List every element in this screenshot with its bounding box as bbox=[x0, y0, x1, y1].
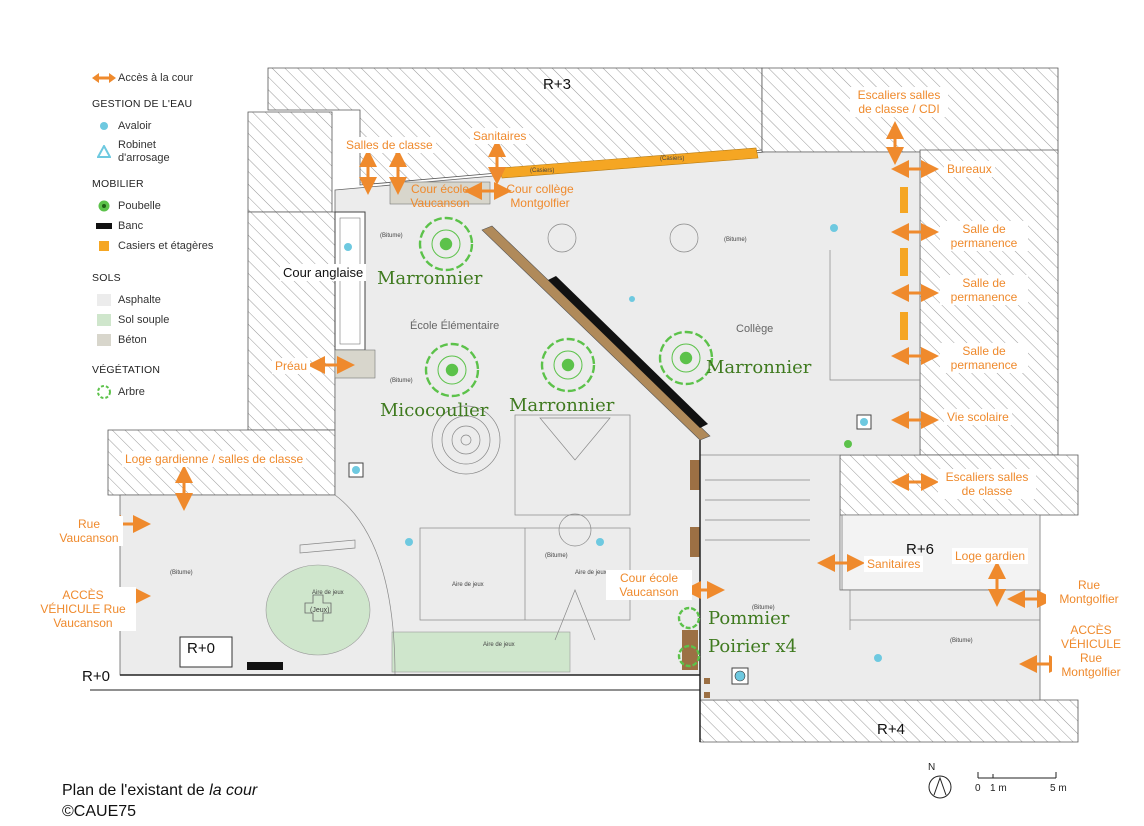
label-acces-vehicule-montgolfier: ACCÈS VÉHICULE Rue Montgolfier bbox=[1052, 622, 1130, 680]
scale-five-meters: 5 m bbox=[1050, 783, 1067, 794]
aire-de-jeux-label: Aire de jeux bbox=[452, 582, 484, 588]
cour-anglaise-label: Cour anglaise bbox=[280, 264, 367, 281]
tree-marronnier-2 bbox=[540, 337, 596, 393]
aire-de-jeux-label: Aire de jeux bbox=[483, 642, 515, 648]
caption-prefix: Plan de l'existant de bbox=[62, 782, 210, 799]
floor-label-r0: R+0 bbox=[82, 668, 110, 685]
avaloir-icon bbox=[100, 122, 108, 130]
label-salle-permanence-2: Salle de permanence bbox=[940, 275, 1028, 305]
label-rue-montgolfier: Rue Montgolfier bbox=[1046, 577, 1132, 607]
avaloirs bbox=[344, 224, 882, 662]
bitume-label: (Bitume) bbox=[380, 233, 403, 239]
label-cour-college-montgolfier: Cour collège Montgolfier bbox=[506, 182, 574, 210]
caption-italic: la cour bbox=[209, 782, 258, 799]
tree-pommier bbox=[677, 606, 701, 630]
tree-label-marronnier-1: Marronnier bbox=[377, 268, 483, 289]
access-arrows bbox=[103, 121, 1067, 673]
label-loge-gardien: Loge gardien bbox=[952, 548, 1029, 564]
label-salle-permanence-1: Salle de permanence bbox=[940, 221, 1028, 251]
tree-label-poirier: Poirier x4 bbox=[708, 636, 797, 657]
arbre-icon bbox=[97, 385, 111, 399]
label-bureaux: Bureaux bbox=[944, 161, 995, 177]
floor-label-r6: R+6 bbox=[906, 541, 934, 558]
tree-marronnier-1 bbox=[418, 216, 474, 272]
beton-swatch-icon bbox=[97, 334, 111, 346]
label-sanitaires-bottom: Sanitaires bbox=[864, 556, 924, 572]
tree-label-marronnier-2: Marronnier bbox=[509, 395, 615, 416]
bitume-label: (Bitume) bbox=[724, 237, 747, 243]
legend-access: Accès à la cour bbox=[90, 68, 270, 88]
ecole-elementaire-label: École Élémentaire bbox=[410, 320, 500, 332]
scale-zero: 0 bbox=[975, 783, 981, 794]
aire-de-jeux-label: Aire de jeux bbox=[312, 590, 344, 596]
label-rue-vaucanson: Rue Vaucanson bbox=[55, 516, 123, 546]
scale-one-meter: 1 m bbox=[990, 783, 1007, 794]
label-vie-scolaire: Vie scolaire bbox=[944, 409, 1012, 425]
scale-bar bbox=[928, 772, 1057, 799]
banc-icon bbox=[96, 223, 112, 229]
tree-label-pommier: Pommier bbox=[708, 608, 790, 629]
label-salles-de-classe: Salles de classe bbox=[343, 137, 436, 153]
casiers-icon bbox=[99, 241, 109, 251]
legend-water-title: GESTION DE L'EAU bbox=[92, 98, 193, 110]
double-arrow-icon bbox=[92, 73, 116, 83]
sol-souple-swatch-icon bbox=[97, 314, 111, 326]
floor-label-r0-box: R+0 bbox=[187, 640, 215, 657]
north-label: N bbox=[928, 762, 936, 773]
legend: Accès à la cour GESTION DE L'EAU Avaloir… bbox=[90, 68, 270, 402]
tree-marronnier-3 bbox=[658, 330, 714, 386]
tree-poirier bbox=[677, 644, 701, 668]
casiers-label: (Casiers) bbox=[530, 168, 555, 174]
bitume-label: (Bitume) bbox=[950, 638, 973, 644]
label-sanitaires-top: Sanitaires bbox=[470, 128, 530, 144]
casiers-label: (Casiers) bbox=[660, 156, 685, 162]
bitume-label: (Bitume) bbox=[170, 570, 193, 576]
caption: Plan de l'existant de la cour ©CAUE75 bbox=[62, 780, 257, 822]
tree-label-micocoulier: Micocoulier bbox=[380, 400, 489, 421]
floor-label-r3: R+3 bbox=[543, 76, 571, 93]
label-preau: Préau bbox=[272, 358, 311, 374]
bitume-label: (Bitume) bbox=[390, 378, 413, 384]
bitume-label: (Bitume) bbox=[545, 553, 568, 559]
tree-label-marronnier-3: Marronnier bbox=[706, 357, 812, 378]
label-loge-gardienne: Loge gardienne / salles de classe bbox=[122, 451, 307, 467]
aire-de-jeux-label: Aire de jeux bbox=[575, 570, 607, 576]
poubelle-icon bbox=[98, 200, 110, 212]
jeux-label: (Jeux) bbox=[310, 607, 330, 614]
robinet-icon bbox=[97, 145, 111, 158]
label-escaliers-cdi: Escaliers salles de classe / CDI bbox=[850, 87, 948, 117]
trees bbox=[418, 216, 714, 668]
floor-label-r4: R+4 bbox=[877, 721, 905, 738]
bitume-label: (Bitume) bbox=[752, 605, 775, 611]
tree-micocoulier bbox=[424, 342, 480, 398]
label-cour-ecole-vaucanson-bottom: Cour école Vaucanson bbox=[606, 570, 692, 600]
college-label: Collège bbox=[736, 323, 774, 335]
courtyard bbox=[90, 147, 1041, 742]
label-cour-ecole-vaucanson-top: Cour école Vaucanson bbox=[410, 182, 470, 210]
label-escaliers-classe: Escaliers salles de classe bbox=[938, 469, 1036, 499]
caption-copyright: ©CAUE75 bbox=[62, 803, 137, 820]
label-salle-permanence-3: Salle de permanence bbox=[940, 343, 1028, 373]
label-acces-vehicule-vaucanson: ACCÈS VÉHICULE Rue Vaucanson bbox=[30, 587, 136, 631]
robinets bbox=[348, 414, 872, 685]
asphalte-swatch-icon bbox=[97, 294, 111, 306]
